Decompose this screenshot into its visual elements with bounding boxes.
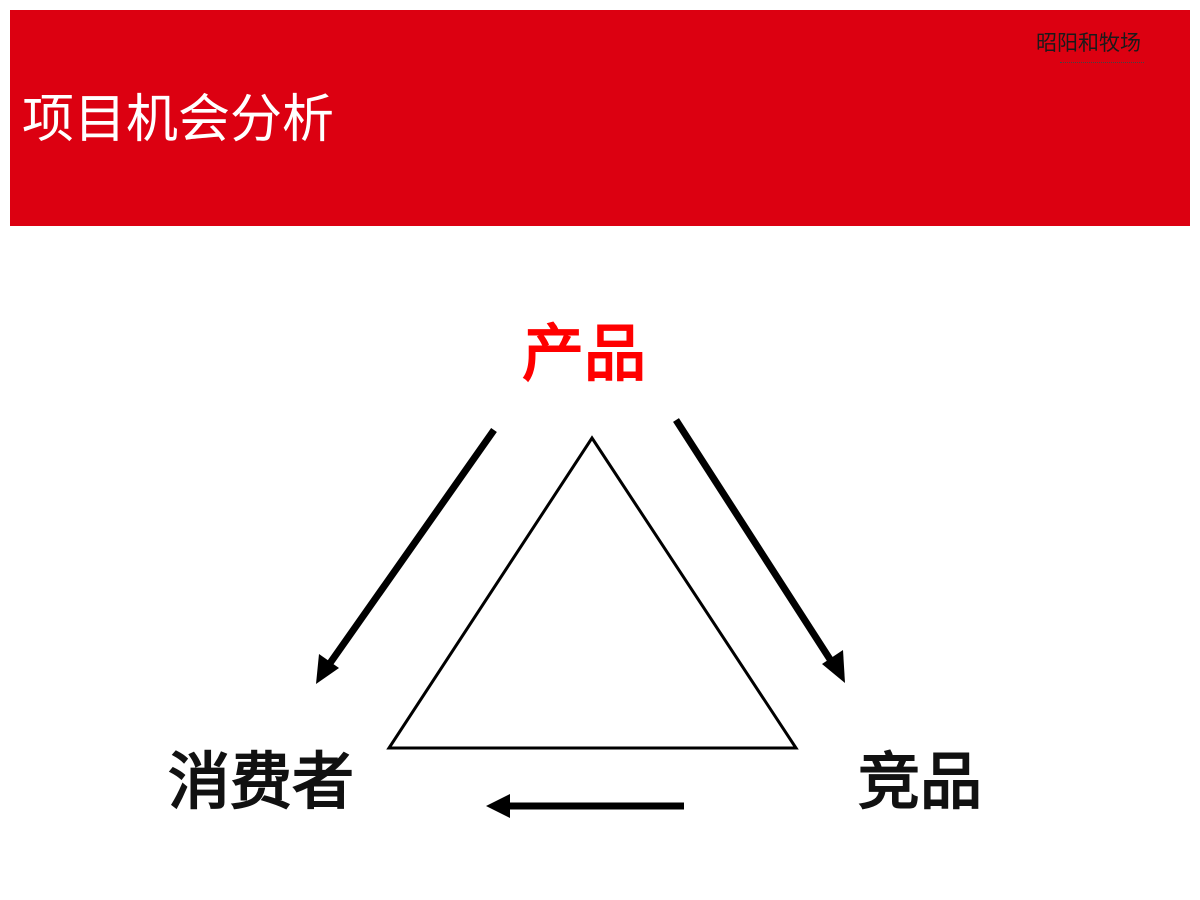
center-triangle [386,435,799,750]
brand-logo: 昭阳和牧场 [1036,30,1176,74]
node-product: 产品 [522,317,647,390]
arrow-product-to-consumer [316,427,497,684]
arrow-product-to-competitor [673,418,845,683]
brand-name: 昭阳和牧场 [1036,31,1141,55]
arrow-competitor-to-consumer [486,794,684,818]
brand-tagline-decoration [1060,57,1144,63]
node-consumer: 消费者 [168,745,355,818]
slide-title: 项目机会分析 [22,90,335,150]
header-band [10,10,1190,226]
node-competitor: 竞品 [858,745,983,818]
